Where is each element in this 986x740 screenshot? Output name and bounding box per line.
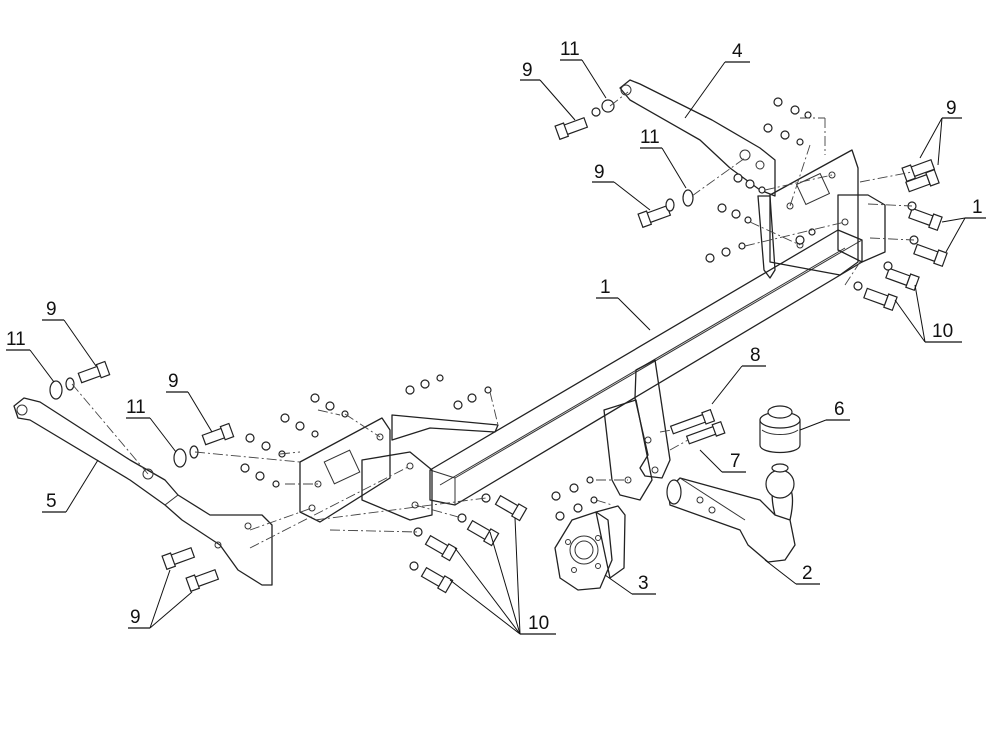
left-side-bracket xyxy=(299,414,499,523)
callout-11: 11 xyxy=(640,127,660,148)
washers-and-nuts xyxy=(49,97,919,571)
callout-6: 6 xyxy=(834,399,845,420)
right-side-arm xyxy=(619,79,776,197)
bolts xyxy=(77,117,948,594)
callout-9: 9 xyxy=(522,60,533,81)
callout-9: 9 xyxy=(46,299,57,320)
callout-2: 2 xyxy=(802,563,813,584)
callout-7: 7 xyxy=(730,451,741,472)
callout-11: 11 xyxy=(560,39,580,60)
callout-11: 11 xyxy=(6,329,26,350)
callout-5: 5 xyxy=(46,491,57,512)
callout-11: 11 xyxy=(126,397,146,418)
callout-9: 9 xyxy=(946,98,957,119)
callout-10: 10 xyxy=(932,321,953,342)
left-side-arm xyxy=(13,397,273,586)
assembly-lines xyxy=(71,91,915,549)
socket-plate xyxy=(554,505,626,591)
callout-10: 10 xyxy=(528,613,549,634)
crossbar-beam xyxy=(429,229,863,506)
callout-labels: 11 9 4 11 9 9 1 10 1 8 6 7 2 3 10 9 11 9… xyxy=(6,39,983,634)
callout-4: 4 xyxy=(732,41,743,62)
tow-ball xyxy=(765,463,795,499)
right-side-bracket xyxy=(757,149,886,279)
center-receiver-bracket xyxy=(603,359,671,501)
callout-3: 3 xyxy=(638,573,649,594)
ball-cover-cap xyxy=(759,405,801,454)
callout-9: 9 xyxy=(168,371,179,392)
callout-8: 8 xyxy=(750,345,761,366)
callout-1: 1 xyxy=(972,197,983,218)
callout-9: 9 xyxy=(594,162,605,183)
callout-1: 1 xyxy=(600,277,611,298)
callout-9: 9 xyxy=(130,607,141,628)
leaders xyxy=(6,59,986,635)
